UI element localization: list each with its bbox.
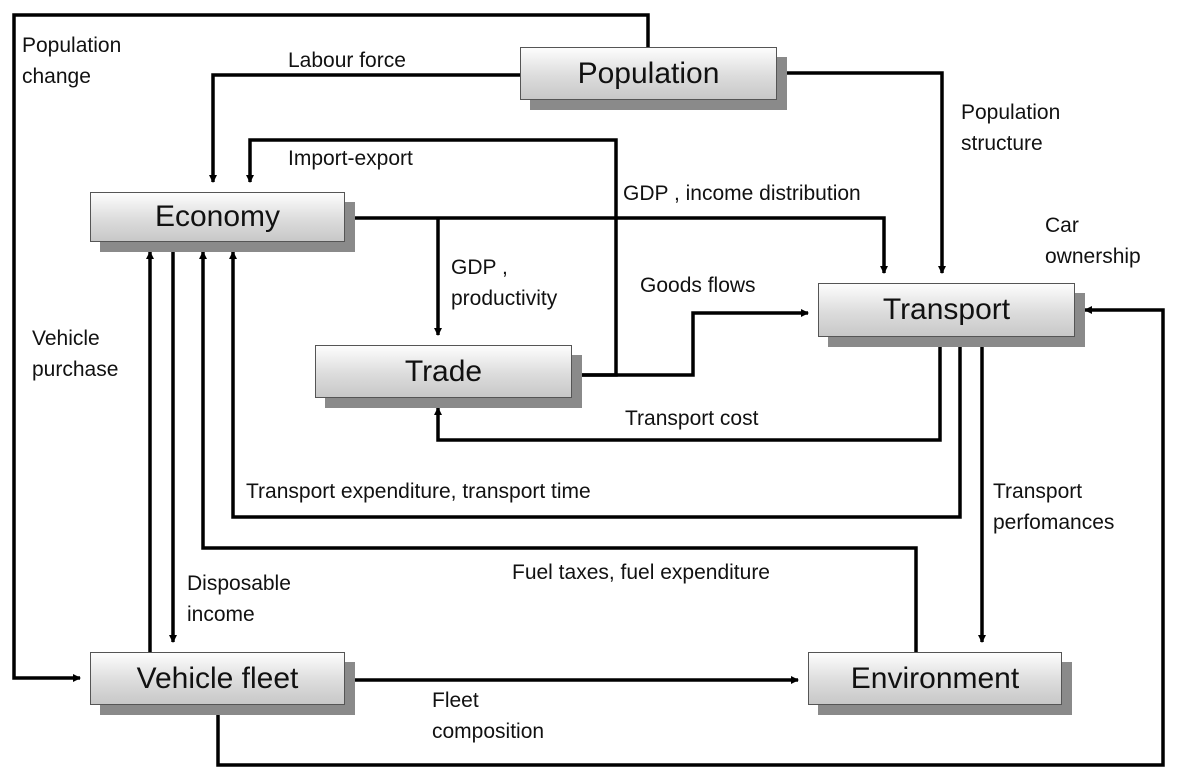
arrow-transport-expenditure: [229, 251, 962, 519]
node-trade: Trade: [315, 345, 572, 398]
arrow-labour-force: [209, 73, 520, 183]
label-disposable-income: Disposable income: [187, 572, 291, 626]
node-label: Population: [577, 56, 720, 90]
label-labour-force: Labour force: [288, 49, 406, 72]
label-population-structure: Population structure: [961, 101, 1061, 155]
label-car-ownership: Car ownership: [1045, 214, 1141, 268]
label-population-change: Population change: [22, 34, 122, 88]
label-goods-flows: Goods flows: [640, 274, 756, 297]
node-label: Transport: [882, 293, 1011, 326]
label-gdp-income: GDP , income distribution: [623, 182, 861, 205]
arrow-import-export: [246, 138, 618, 377]
arrow-population-structure: [777, 71, 946, 274]
node-label: Economy: [154, 200, 281, 233]
label-import-export: Import-export: [288, 147, 413, 170]
arrow-goods-flows: [572, 309, 809, 377]
arrow-gdp-income: [345, 216, 888, 274]
arrow-population-change: [12, 13, 650, 682]
label-transport-cost: Transport cost: [625, 407, 759, 430]
node-population: Population: [520, 47, 777, 100]
label-fuel-taxes: Fuel taxes, fuel expenditure: [512, 561, 770, 584]
node-economy: Economy: [90, 192, 345, 242]
arrow-fuel-taxes: [199, 251, 918, 652]
node-label: Trade: [404, 354, 483, 388]
label-gdp-productivity: GDP , productivity: [451, 256, 558, 310]
arrow-transport-cost: [434, 337, 942, 442]
node-transport: Transport: [818, 283, 1075, 337]
label-transport-performances: Transport perfomances: [993, 480, 1115, 534]
node-vehicle-fleet: Vehicle fleet: [90, 652, 345, 705]
label-vehicle-purchase: Vehicle purchase: [32, 327, 119, 381]
label-transport-expenditure: Transport expenditure, transport time: [246, 480, 591, 503]
arrow-car-ownership: [216, 306, 1165, 767]
node-label: Environment: [850, 661, 1020, 695]
node-environment: Environment: [808, 652, 1062, 705]
label-fleet-composition: Fleet composition: [432, 689, 545, 743]
node-label: Vehicle fleet: [136, 661, 299, 695]
